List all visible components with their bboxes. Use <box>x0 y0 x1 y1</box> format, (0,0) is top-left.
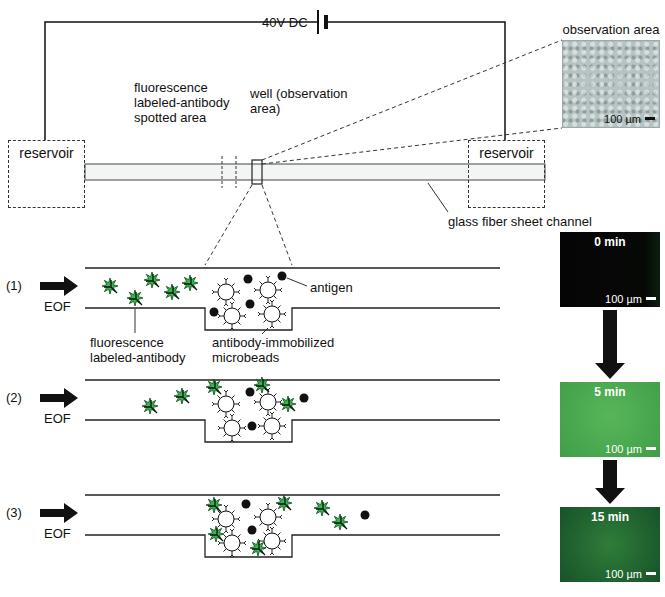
block-arrow <box>595 460 625 504</box>
scale-bar <box>646 297 656 300</box>
reservoir-label: reservoir <box>479 145 533 161</box>
text-label: fluorescence labeled-antibody spotted ar… <box>134 80 246 125</box>
text-label: well (observation area) <box>250 86 368 116</box>
text-label: antibody-immobilized microbeads <box>212 335 352 365</box>
beads <box>212 276 286 557</box>
fluorescence-image: 15 min 100 µm <box>560 507 660 582</box>
text-label: EOF <box>44 411 71 426</box>
eof-arrow <box>40 276 78 523</box>
antigens <box>210 272 370 535</box>
photo-panel: observation area100 µm <box>562 40 660 128</box>
scale-label: 100 µm <box>605 443 642 455</box>
callout-number: (2) <box>6 390 22 405</box>
leader-line <box>135 278 307 334</box>
leader-line <box>428 183 448 212</box>
scale-bar <box>646 572 656 575</box>
scale-label: 100 µm <box>604 113 641 125</box>
text-label: EOF <box>44 526 71 541</box>
time-label: 0 min <box>560 235 660 249</box>
callout-number: (3) <box>6 505 22 520</box>
zoom-lines <box>205 40 562 265</box>
channel-strip <box>85 164 545 180</box>
panel-heading: observation area <box>551 22 665 37</box>
labeled-antibodies <box>102 272 348 556</box>
time-label: 15 min <box>560 510 660 524</box>
fluorescence-image: 5 min 100 µm <box>560 382 660 457</box>
callout-number: (1) <box>6 278 22 293</box>
block-arrow <box>595 310 625 379</box>
text-label: antigen <box>310 280 353 295</box>
reservoir-box: reservoir <box>8 140 85 208</box>
reservoir-box: reservoir <box>468 140 545 208</box>
text-label: 40V DC <box>262 15 308 30</box>
scale-bar <box>646 447 656 450</box>
text-label: glass fiber sheet channel <box>448 214 592 229</box>
fluorescence-image: 0 min 100 µm <box>560 232 660 307</box>
text-label: fluorescence labeled-antibody <box>90 335 202 365</box>
scale-label: 100 µm <box>605 568 642 580</box>
channel-outline <box>85 268 500 557</box>
spotted-area <box>222 156 236 188</box>
scale-label: 100 µm <box>605 293 642 305</box>
well-mark <box>252 160 262 184</box>
time-label: 5 min <box>560 385 660 399</box>
scale-bar <box>645 117 655 120</box>
reservoir-label: reservoir <box>19 145 73 161</box>
text-label: EOF <box>44 299 71 314</box>
wire <box>45 10 505 140</box>
